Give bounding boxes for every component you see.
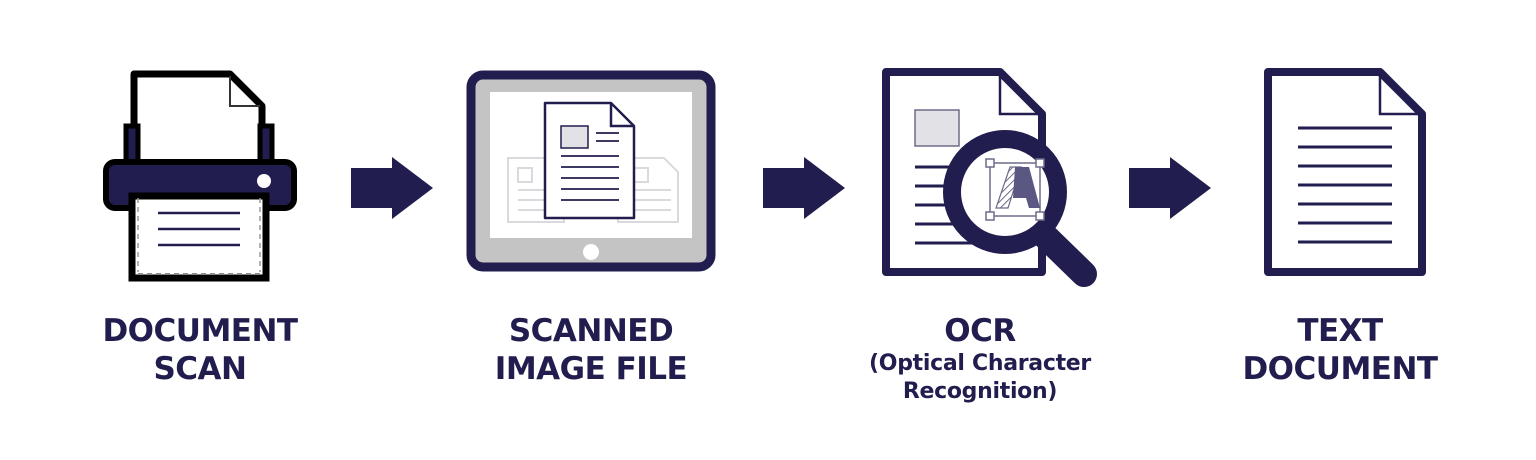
step-title-line: OCR — [944, 313, 1016, 349]
step-title-line: SCANNED — [508, 313, 674, 349]
step-title-line: DOCUMENT — [1242, 351, 1438, 387]
step-label-document-scan: DOCUMENT SCAN — [50, 312, 350, 388]
step-label-text-document: TEXT DOCUMENT — [1190, 312, 1490, 388]
step-title-line: DOCUMENT — [102, 313, 298, 349]
text-document-icon — [1264, 68, 1426, 276]
arrow-right-icon — [763, 157, 845, 219]
scanner-icon — [103, 70, 297, 282]
step-title-line: SCAN — [153, 351, 247, 387]
step-label-ocr: OCR (Optical Character Recognition) — [830, 312, 1130, 406]
step-title-line: TEXT — [1297, 313, 1383, 349]
step-title-line: IMAGE FILE — [494, 351, 688, 387]
monitor-document-icon — [466, 70, 716, 272]
step-subtitle-line: Recognition) — [902, 379, 1058, 404]
step-subtitle-line: (Optical Character — [869, 351, 1091, 376]
arrow-right-icon — [1129, 157, 1211, 219]
document-magnifier-icon — [882, 68, 1097, 287]
arrow-right-icon — [351, 157, 433, 219]
step-label-scanned-image-file: SCANNED IMAGE FILE — [441, 312, 741, 388]
